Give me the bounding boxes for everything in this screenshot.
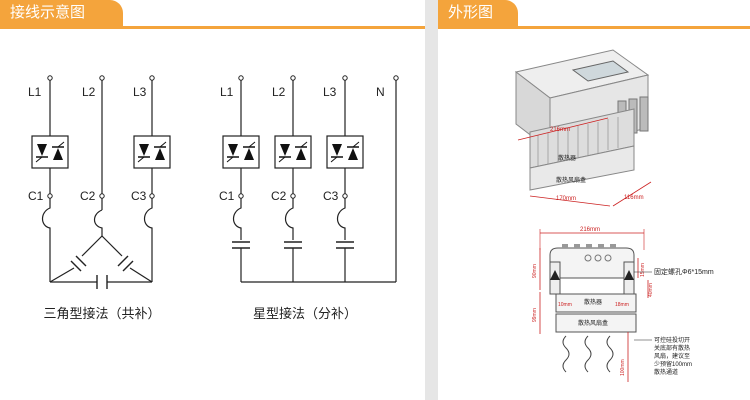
side-body — [549, 247, 635, 279]
side-dim-right-upper: 15mm — [640, 263, 646, 277]
star-label-n: N — [376, 85, 385, 99]
delta-cap-label-c2: C2 — [80, 189, 96, 203]
side-note-line-2: 关底部有散热 — [654, 344, 690, 352]
product-isometric: 216mm 散热器 散热风扇盒 170mm 116mm — [514, 49, 652, 207]
side-note-line-5: 散热通道 — [654, 368, 678, 376]
side-dim-left-upper: 90mm — [532, 264, 538, 278]
iso-dim-height: 116mm — [624, 195, 644, 201]
star-caption: 星型接法（分补） — [253, 306, 357, 321]
terminal-l2 — [99, 75, 105, 81]
outline-drawing: 216mm 散热器 散热风扇盒 170mm 116mm 216mm — [514, 49, 714, 382]
delta-cap-label-c3: C3 — [131, 189, 147, 203]
iso-dim-depth: 216mm — [550, 127, 570, 133]
delta-circuit: L1 L2 L3 C1 C2 C3 — [28, 75, 171, 321]
thyristor-pair-3 — [133, 127, 171, 177]
star-label-l3: L3 — [323, 85, 337, 99]
panel-divider — [425, 0, 438, 400]
star-label-l2: L2 — [272, 85, 286, 99]
thyristor-pair-1 — [31, 127, 69, 177]
product-side-view: 216mm 散热器 10mm 18mm 散热风扇盒 90mm 99m — [532, 227, 714, 382]
wiring-tab-title: 接线示意图 — [0, 0, 123, 26]
iso-dim-width: 170mm — [556, 196, 576, 202]
outline-panel: 外形图 216mm 散热器 散热风扇盒 17 — [438, 0, 750, 400]
side-label-hole: 固定螺孔Φ6*15mm — [654, 267, 714, 276]
side-dim-top: 216mm — [580, 227, 600, 233]
star-cap-label-c3: C3 — [323, 189, 339, 203]
delta-label-l3: L3 — [133, 85, 147, 99]
side-note-line-4: 少预留100mm — [654, 360, 692, 368]
iso-label-fanbox: 散热风扇盒 — [556, 176, 586, 184]
star-circuit: L1 L2 L3 N C1 C2 C3 — [219, 75, 399, 321]
fanbox-iso — [529, 145, 635, 191]
side-dim-18: 18mm — [615, 302, 629, 308]
iso-label-heatsink: 散热器 — [558, 154, 576, 162]
terminal-l3 — [149, 75, 155, 81]
side-dim-left-lower: 99mm — [532, 308, 538, 322]
side-note-line-1: 可控硅投切开 — [654, 336, 690, 344]
side-dim-10: 10mm — [558, 302, 572, 308]
side-dim-100: 100mm — [620, 359, 626, 376]
airflow-wave-icon — [562, 335, 614, 373]
side-dim-right-mid: 40mm — [648, 283, 654, 297]
star-cap-label-c1: C1 — [219, 189, 235, 203]
side-label-heatsink: 散热器 — [584, 298, 602, 306]
wiring-tab-rule — [0, 26, 425, 29]
outline-tab-title: 外形图 — [438, 0, 518, 26]
wiring-panel: 接线示意图 L1 L2 L3 — [0, 0, 425, 321]
outline-tab-rule — [438, 26, 750, 29]
star-cap-label-c2: C2 — [271, 189, 287, 203]
terminal-l1 — [47, 75, 53, 81]
delta-caption: 三角型接法（共补） — [43, 306, 160, 321]
delta-cap-label-c1: C1 — [28, 189, 44, 203]
delta-label-l2: L2 — [82, 85, 96, 99]
side-label-fanbox: 散热风扇盒 — [578, 319, 608, 327]
star-label-l1: L1 — [220, 85, 234, 99]
delta-label-l1: L1 — [28, 85, 42, 99]
wiring-diagram: L1 L2 L3 C1 C2 C3 — [28, 75, 399, 321]
side-note-line-3: 风扇，建议至 — [654, 352, 690, 360]
display-window — [571, 60, 630, 82]
